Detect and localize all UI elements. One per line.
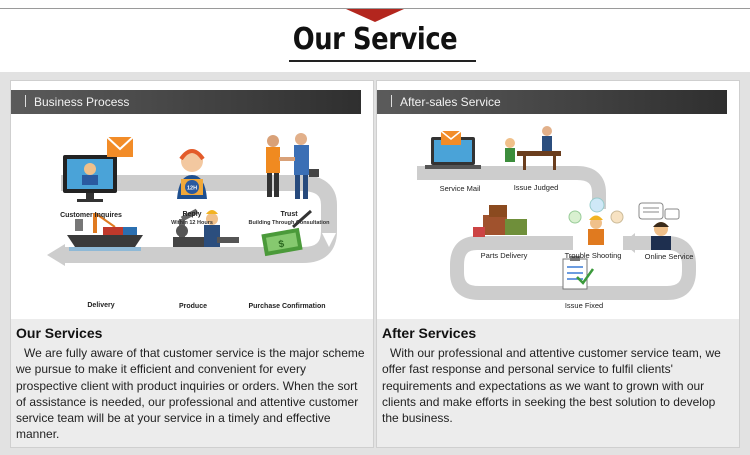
title-underline [289,60,476,62]
after-sales-loop-path [450,236,696,300]
after-sales-top-path [417,166,606,209]
clipboard-checklist-icon [562,256,595,290]
our-services-title: Our Services [16,325,103,341]
path-arrow-left [47,244,65,266]
business-process-panel: Business Process [10,80,374,448]
after-services-title: After Services [382,325,477,341]
after-sales-flow-graphic [417,126,696,300]
step-online-service: Online Service [644,252,694,261]
content-area: Business Process [0,72,750,455]
header-divider [391,95,392,107]
step-issue-fixed: Issue Fixed [564,301,604,310]
cargo-ship-icon [67,212,143,251]
step-reply: Reply [182,211,202,218]
our-services-text-block: Our Services We are fully aware of that … [11,319,373,447]
step-customer-inquires: Customer Inquires [60,212,122,219]
clock-badge: 12H [187,186,197,192]
factory-robot-icon [173,208,239,247]
step-reply-subtitle: Within 12 Hours [171,220,213,226]
our-services-body: We are fully aware of that customer serv… [16,346,365,442]
computer-mail-icon [63,136,134,202]
business-process-diagram: Business Process [11,81,373,319]
header-divider [25,95,26,107]
business-process-header: Business Process [11,90,361,114]
headset-operator-icon: 12H [177,149,207,199]
handshake-icon [266,133,319,199]
step-issue-judged: Issue Judged [513,183,559,192]
laptop-mail-icon [425,130,481,169]
after-services-text-block: After Services With our professional and… [377,319,739,447]
red-notch-marker [346,9,404,22]
step-delivery: Delivery [87,302,115,309]
business-process-flow-graphic: 12H [47,133,337,266]
page-title: Our Service [292,22,458,57]
step-trouble-shooting: Trouble Shooting [564,251,622,260]
svg-text:$: $ [278,239,286,251]
after-services-body: With our professional and attentive cust… [382,346,721,426]
after-sales-header: After-sales Service [377,90,727,114]
after-sales-header-label: After-sales Service [400,95,501,109]
after-sales-diagram: After-sales Service [377,81,739,319]
step-trust-subtitle: Building Through Consultation [248,220,330,226]
online-support-agent-icon [638,202,680,250]
repair-technician-icon [568,197,624,245]
after-sales-panel: After-sales Service [376,80,740,448]
loop-arrow [623,233,635,253]
path-arrow-down [322,233,336,247]
step-parts-delivery: Parts Delivery [480,251,528,260]
business-process-header-label: Business Process [34,95,130,109]
money-contract-icon: $ [261,209,312,257]
step-service-mail: Service Mail [439,184,481,193]
top-divider-line [0,8,750,9]
step-trust: Trust [280,211,298,218]
process-path [61,175,337,263]
parts-boxes-icon [473,205,527,237]
step-produce: Produce [178,303,207,310]
step-purchase-confirmation: Purchase Confirmation [248,303,326,310]
meeting-desk-icon [505,126,561,170]
